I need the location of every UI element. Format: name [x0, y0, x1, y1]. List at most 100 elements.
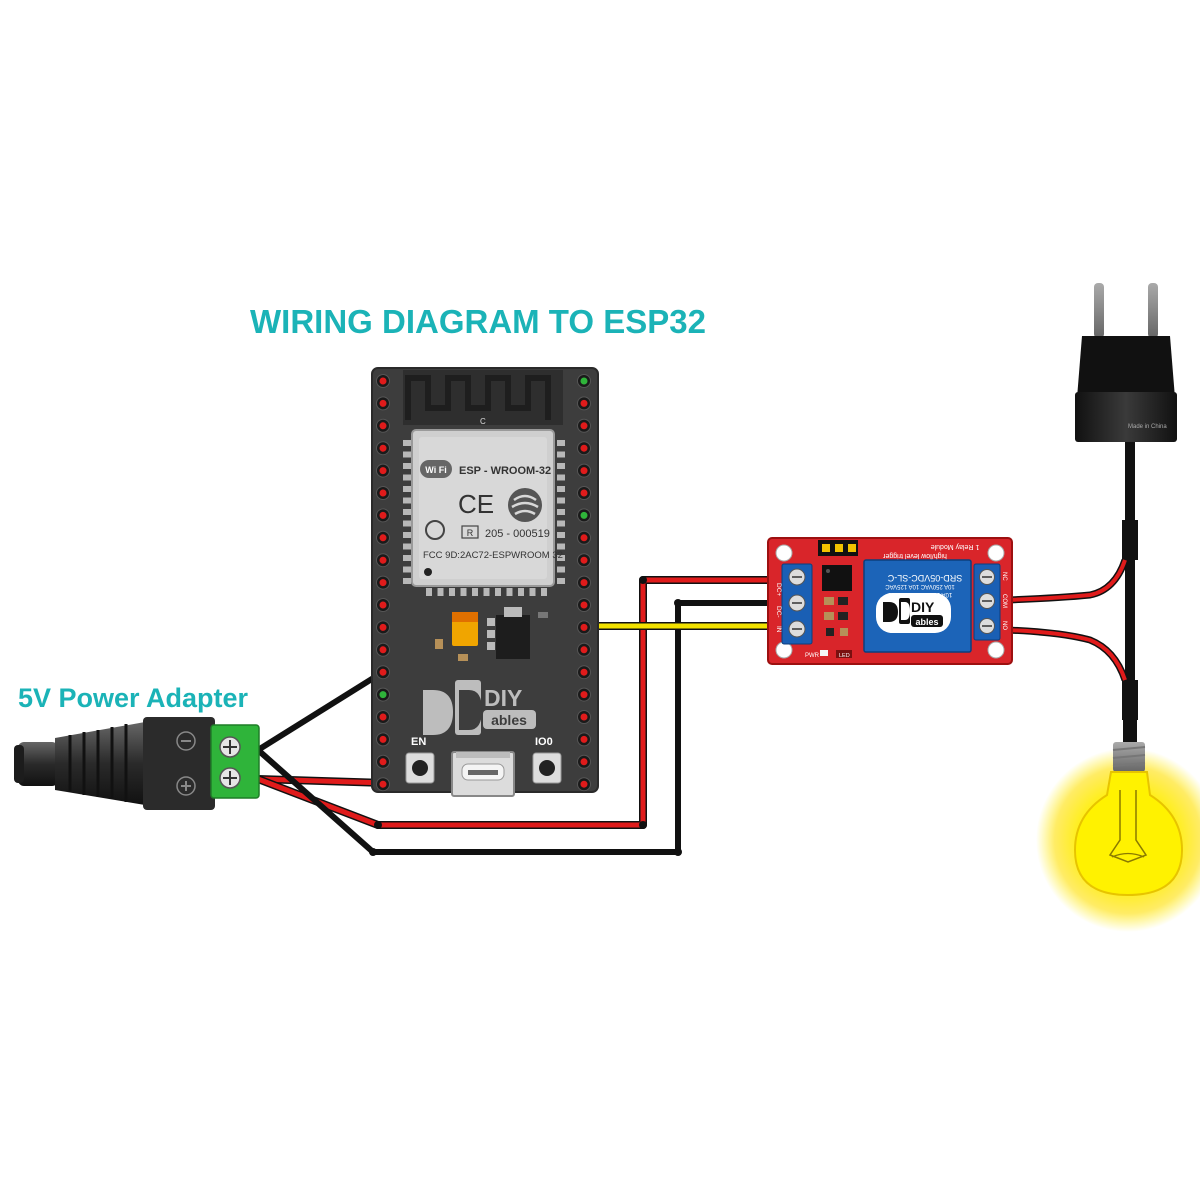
module-name: ESP - WROOM-32 [459, 465, 551, 477]
header-pin-dot [580, 758, 588, 766]
pin-in: IN [775, 626, 782, 633]
relay-rating-1: 10A 250VAC 10A 125VAC [885, 583, 955, 589]
module-pad [506, 588, 513, 596]
relay-input-terminal [781, 563, 813, 645]
io0-button[interactable] [532, 752, 562, 784]
header-pin-dot [379, 534, 387, 542]
module-pad [460, 588, 467, 596]
en-button[interactable] [405, 752, 435, 784]
header-pin-dot [379, 713, 387, 721]
header-pin-dot [379, 623, 387, 631]
module-pad [403, 474, 411, 481]
relay-brand-bottom: ables [915, 617, 938, 627]
header-pin-dot [580, 713, 588, 721]
esp-brand-bottom: ables [491, 712, 527, 728]
relay-trigger-text: high/low level trigger [882, 552, 946, 559]
header-pin-dot [379, 646, 387, 654]
module-pad [403, 555, 411, 561]
io0-label: IO0 [535, 736, 553, 748]
header-pin-dot [580, 534, 588, 542]
header-pin-dot [379, 511, 387, 519]
module-pad [403, 440, 411, 446]
header-pin-dot [580, 444, 588, 452]
term-com: COM [1001, 594, 1007, 608]
wifi-logo [420, 460, 452, 478]
fcc-logo [425, 520, 445, 540]
header-pin-dot [580, 668, 588, 676]
pwr-led [820, 650, 828, 656]
module-pad [557, 566, 565, 573]
cert-number: 205 - 000519 [485, 528, 550, 540]
light-bulb [1036, 742, 1200, 932]
module-pad [557, 474, 565, 481]
header-pin-dot [580, 399, 588, 407]
relay-brand-top: DIY [911, 599, 935, 615]
micro-usb-port[interactable] [451, 751, 515, 797]
relay-output-terminal [973, 563, 1001, 641]
module-pad [403, 532, 411, 538]
header-pins-left [376, 374, 390, 792]
module-pad [449, 588, 455, 596]
module-pad [557, 463, 565, 469]
module-pad [403, 578, 411, 584]
module-pad [557, 578, 565, 584]
module-pad [541, 588, 547, 596]
antenna-letter: C [480, 417, 486, 426]
relay-module-title: 1 Relay Module [931, 543, 980, 550]
header-pin-dot [580, 467, 588, 475]
wire-black-adapter-to-esp [256, 669, 385, 753]
module-pad [483, 588, 490, 596]
relay-cube: SRD-05VDC-SL-C 10A 250VAC 10A 125VAC 10A… [863, 559, 972, 653]
plug-pin [1094, 283, 1104, 338]
voltage-regulator [496, 615, 530, 659]
pin-dc-minus: DC- [775, 606, 782, 618]
optocoupler [822, 565, 852, 591]
header-pin-dot [379, 668, 387, 676]
header-pin-dot [580, 623, 588, 631]
header-pin-dot [580, 511, 588, 519]
module-pad [529, 588, 536, 596]
page-title: WIRING DIAGRAM TO ESP32 [250, 303, 706, 340]
module-pad [495, 588, 501, 596]
module-pad [557, 520, 565, 527]
module-pad [472, 588, 478, 596]
plus-symbol [176, 776, 196, 796]
module-pad [557, 440, 565, 446]
module-pad [403, 451, 411, 458]
module-pads [403, 440, 565, 596]
module-pad [403, 520, 411, 527]
header-pin-dot [580, 556, 588, 564]
module-pad [557, 555, 565, 561]
module-pad [557, 543, 565, 550]
module-pad [437, 588, 444, 596]
module-pad [403, 566, 411, 573]
fcc-id: FCC 9D:2AC72-ESPWROOM 32 [423, 550, 563, 561]
header-pin-dot [580, 780, 588, 788]
header-pin-dot [379, 735, 387, 743]
header-pin-dot [379, 467, 387, 475]
power-adapter-jack [14, 717, 260, 810]
cap-small [435, 639, 443, 649]
wall-charger: Made in China [1075, 283, 1177, 442]
module-pad [403, 463, 411, 469]
header-pin-dot [379, 780, 387, 788]
header-pin-dot [580, 735, 588, 743]
esp32-diyables-logo: DIY ables [423, 680, 536, 735]
module-pad [557, 497, 565, 504]
bulb-filament [1108, 790, 1148, 863]
ce-mark: CE [458, 489, 494, 519]
term-no: NO [1001, 621, 1007, 630]
plug-pin [1148, 283, 1158, 338]
module-pad [518, 588, 524, 596]
en-label: EN [411, 736, 426, 748]
pin-dc-plus: DC+ [775, 583, 782, 596]
header-pin-dot [580, 489, 588, 497]
header-pin-dot [580, 579, 588, 587]
wire-mains-red-2 [1005, 626, 1129, 682]
header-pin-dot [379, 377, 387, 385]
header-pin-dot [580, 377, 588, 385]
wires [256, 440, 1138, 856]
power-adapter-label: 5V Power Adapter [18, 683, 249, 713]
header-pin-dot [379, 601, 387, 609]
